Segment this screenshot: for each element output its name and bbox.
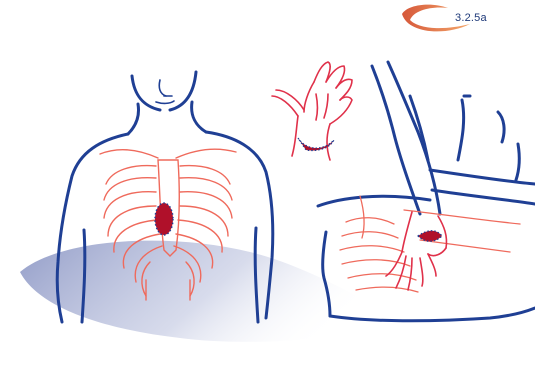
shadow-swoosh xyxy=(20,241,400,342)
hand-placement-icon xyxy=(272,62,352,160)
figure-reference-label: 3.2.5a xyxy=(455,12,487,24)
rescuer-hand-icon xyxy=(386,212,447,290)
hand-heel-compression xyxy=(298,138,334,151)
rescuer-arm-icon xyxy=(318,62,535,321)
side-ribcage-icon xyxy=(340,196,520,292)
face-features xyxy=(156,80,174,103)
compression-site-icon xyxy=(155,203,173,235)
